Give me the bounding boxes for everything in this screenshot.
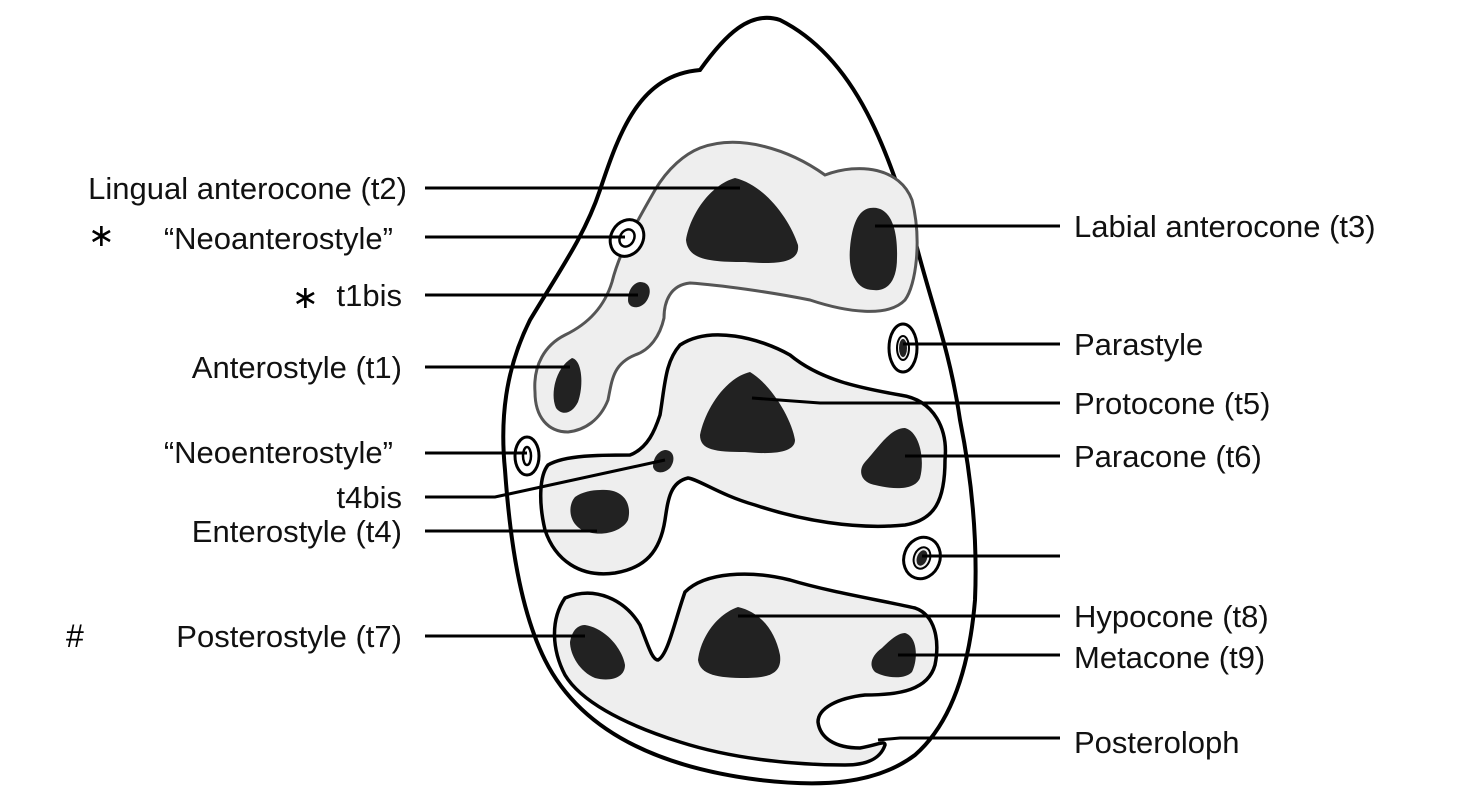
cusp-t4 xyxy=(570,490,629,534)
label-hypocone: Hypocone (t8) xyxy=(1074,601,1269,632)
asterisk-marker: ∗ xyxy=(292,281,319,313)
label-neoanterostyle: “Neoanterostyle” xyxy=(164,223,393,254)
label-lingual-anterocone: Lingual anterocone (t2) xyxy=(88,173,407,204)
label-t4bis: t4bis xyxy=(337,482,402,513)
label-metacone: Metacone (t9) xyxy=(1074,642,1265,673)
label-posterostyle: Posterostyle (t7) xyxy=(176,621,402,652)
label-enterostyle: Enterostyle (t4) xyxy=(192,516,402,547)
label-parastyle: Parastyle xyxy=(1074,329,1203,360)
label-anterostyle: Anterostyle (t1) xyxy=(192,352,402,383)
label-protocone: Protocone (t5) xyxy=(1074,388,1270,419)
label-t1bis: t1bis xyxy=(337,280,402,311)
style-neoenterostyle xyxy=(515,437,539,475)
label-posteroloph: Posteroloph xyxy=(1074,727,1239,758)
label-paracone: Paracone (t6) xyxy=(1074,441,1262,472)
style-parastyle xyxy=(889,324,917,372)
hash-marker: # xyxy=(66,620,84,652)
label-neoenterostyle: “Neoenterostyle” xyxy=(164,437,393,468)
cusp-t3 xyxy=(850,208,897,290)
asterisk-marker: ∗ xyxy=(88,219,115,251)
label-labial-anterocone: Labial anterocone (t3) xyxy=(1074,211,1376,242)
